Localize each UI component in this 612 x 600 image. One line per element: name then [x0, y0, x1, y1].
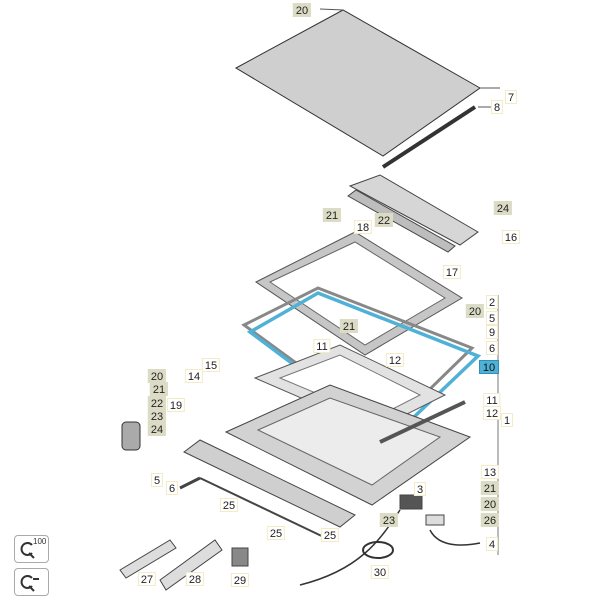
part-label-selected[interactable]: 10 [479, 360, 499, 374]
part-label[interactable]: 21 [322, 208, 342, 222]
part-label[interactable]: 25 [266, 526, 286, 540]
part-label[interactable]: 17 [442, 265, 462, 279]
part-label[interactable]: 20 [147, 369, 167, 383]
part-label[interactable]: 12 [482, 406, 502, 420]
part-label[interactable]: 27 [137, 572, 157, 586]
part-label[interactable]: 20 [480, 497, 500, 511]
part-label[interactable]: 26 [480, 513, 500, 527]
part-label[interactable]: 12 [385, 353, 405, 367]
part-label[interactable]: 21 [339, 319, 359, 333]
part-label[interactable]: 9 [485, 325, 499, 339]
zoom-icon [20, 542, 35, 559]
part-label[interactable]: 7 [504, 90, 518, 104]
part-label[interactable]: 11 [313, 339, 331, 353]
part-label[interactable]: 23 [379, 513, 399, 527]
part-label[interactable]: 25 [219, 498, 239, 512]
zoom-out-button[interactable] [14, 568, 49, 596]
part-label[interactable]: 6 [165, 481, 179, 495]
part-label[interactable]: 13 [480, 465, 500, 479]
part-label[interactable]: 30 [370, 565, 390, 579]
part-label[interactable]: 24 [493, 201, 513, 215]
part-label[interactable]: 3 [413, 482, 427, 496]
part-label[interactable]: 16 [501, 230, 521, 244]
part-label[interactable]: 22 [374, 213, 394, 227]
part-label[interactable]: 11 [483, 393, 501, 407]
part-label[interactable]: 5 [150, 473, 164, 487]
wind-deflector-bar [348, 174, 479, 246]
part-label[interactable]: 22 [147, 396, 167, 410]
zoom-100-button[interactable]: 100 [14, 535, 49, 563]
part-label[interactable]: 8 [490, 100, 504, 114]
glass-panel [234, 9, 481, 157]
part-label[interactable]: 24 [147, 422, 167, 436]
part-label[interactable]: 14 [184, 369, 204, 383]
part-label[interactable]: 25 [320, 528, 340, 542]
part-label[interactable]: 15 [201, 358, 221, 372]
zoom-100-label: 100 [33, 537, 47, 546]
part-label[interactable]: 19 [166, 398, 186, 412]
deflector-panel [183, 439, 356, 528]
part-label[interactable]: 18 [353, 220, 373, 234]
part-label[interactable]: 4 [485, 537, 499, 551]
part-label[interactable]: 28 [185, 572, 205, 586]
part-label[interactable]: 29 [230, 573, 250, 587]
part-label[interactable]: 1 [500, 413, 514, 427]
part-label[interactable]: 21 [149, 382, 169, 396]
part-label[interactable]: 21 [480, 481, 500, 495]
part-label[interactable]: 2 [485, 295, 499, 309]
part-label[interactable]: 5 [485, 311, 499, 325]
part-label[interactable]: 6 [485, 341, 499, 355]
part-label[interactable]: 23 [147, 409, 167, 423]
part-label[interactable]: 20 [292, 3, 312, 17]
zoom-out-icon [20, 575, 39, 592]
part-label[interactable]: 20 [465, 304, 485, 318]
